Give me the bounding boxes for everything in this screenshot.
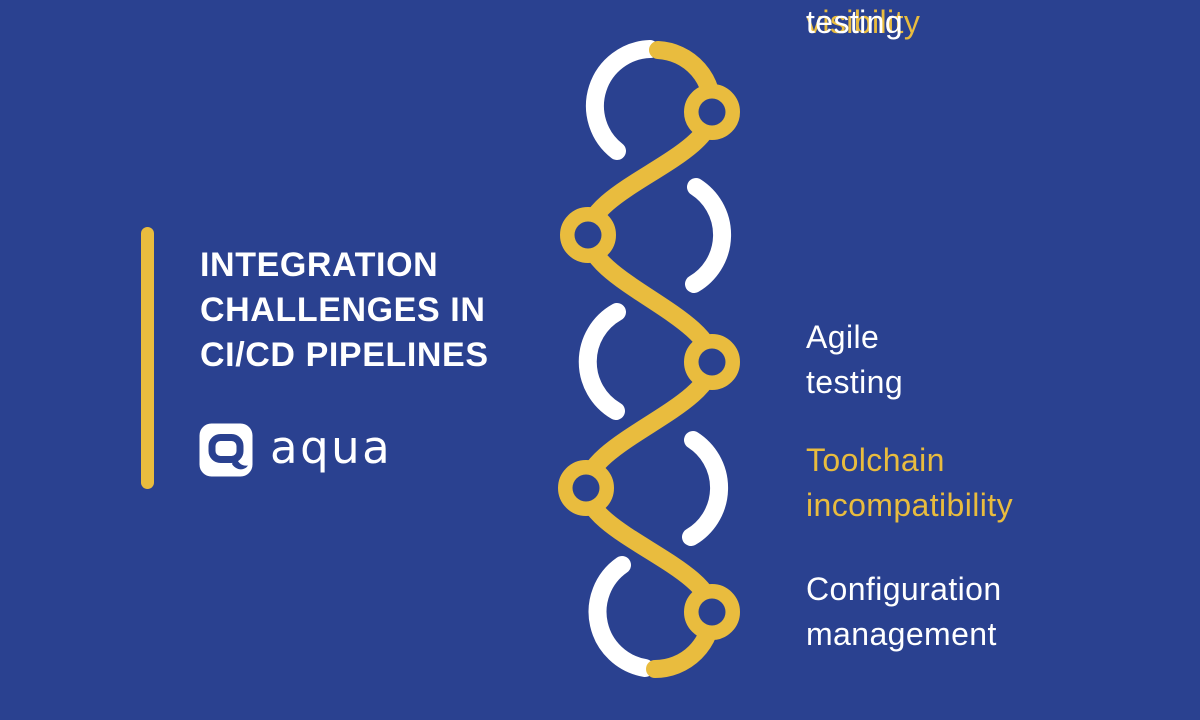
page-title-line: CI/CD PIPELINES	[200, 336, 489, 374]
challenge-label-toolchain-incompatibility: Toolchain incompatibility	[806, 438, 1013, 528]
challenge-line: Toolchain	[806, 442, 945, 478]
challenge-line: testing	[806, 364, 904, 400]
challenge-label-configuration-management: Configuration management	[806, 567, 1002, 657]
chain-white-arc-1	[586, 40, 659, 160]
page-title-line: CHALLENGES IN	[200, 291, 486, 329]
challenge-line: visibility	[806, 4, 921, 40]
challenge-line: incompatibility	[806, 487, 1013, 523]
ring-node-icon-1	[684, 84, 740, 140]
challenge-label-agile-testing: Agile testing	[806, 315, 903, 405]
challenge-label-integration-testing: Integration testing	[806, 0, 962, 45]
aqua-logo-wordmark: aqua	[270, 421, 393, 474]
chain-white-arc-3	[578, 303, 626, 420]
page-title: INTEGRATION CHALLENGES IN CI/CD PIPELINE…	[200, 243, 489, 378]
aqua-logo: aqua	[199, 421, 392, 479]
title-accent-bar	[141, 227, 154, 489]
page-title-line: INTEGRATION	[200, 246, 439, 284]
ring-node-icon-4	[558, 460, 614, 516]
ring-node-icon-5	[684, 584, 740, 640]
challenge-line: testing	[806, 4, 904, 40]
ring-node-icon-3	[684, 334, 740, 390]
ring-node-icon-2	[560, 207, 616, 263]
challenge-label-limited-visibility: Limited visibility	[806, 0, 920, 45]
challenge-line: Agile	[806, 319, 880, 355]
aqua-q-mark-icon	[199, 423, 253, 477]
chain-white-arc-2	[685, 178, 732, 293]
challenge-line: Configuration	[806, 571, 1002, 607]
challenge-line: management	[806, 616, 997, 652]
chain-white-arc-4	[682, 431, 729, 546]
chain-white-arc-5	[588, 556, 654, 677]
